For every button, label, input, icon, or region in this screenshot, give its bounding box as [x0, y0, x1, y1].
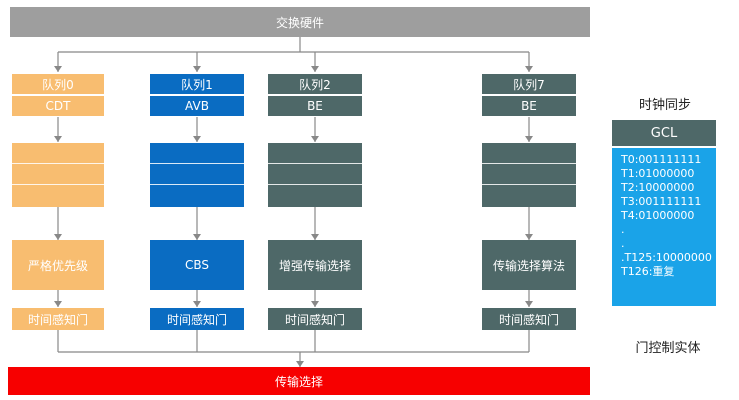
queue-0-buffer [12, 143, 104, 207]
gate-control-entity-label: 门控制实体 [635, 341, 701, 356]
queue-0-class: CDT [12, 96, 104, 116]
gcl-entry: T0:001111111 [621, 153, 702, 166]
queue-7-buffer [482, 143, 576, 207]
gcl-entry: T2:10000000 [621, 181, 695, 194]
gcl-entry: . [621, 223, 625, 236]
queue-1-buffer [150, 143, 244, 207]
gcl-header: GCL [612, 120, 716, 146]
queue-2-label: 队列2 [268, 74, 362, 94]
queue-2-algorithm: 增强传输选择 [268, 240, 362, 290]
queue-0-algorithm: 严格优先级 [12, 240, 104, 290]
queue-2-class: BE [268, 96, 362, 116]
queue-1-label: 队列1 [150, 74, 244, 94]
clock-sync-title: 时钟同步 [638, 98, 691, 113]
queue-7-algorithm: 传输选择算法 [482, 240, 576, 290]
queue-1-gate: 时间感知门 [150, 308, 244, 330]
queue-0-label: 队列0 [12, 74, 104, 94]
switch-hardware-bar: 交换硬件 [10, 7, 590, 37]
gcl-entry: T126:重复 [621, 265, 675, 278]
queue-2-gate: 时间感知门 [268, 308, 362, 330]
gcl-entry: T3:001111111 [621, 195, 702, 208]
transmission-select-bar: 传输选择 [8, 367, 590, 395]
gcl-entry: T4:01000000 [621, 209, 695, 222]
queue-1-class: AVB [150, 96, 244, 116]
queue-1-algorithm: CBS [150, 240, 244, 290]
queue-7-class: BE [482, 96, 576, 116]
gcl-entry: .T125:10000000 [621, 251, 712, 264]
gcl-entry: T1:01000000 [621, 167, 695, 180]
gcl-entry: . [621, 237, 625, 250]
queue-2-buffer [268, 143, 362, 207]
queue-0-gate: 时间感知门 [12, 308, 104, 330]
queue-7-gate: 时间感知门 [482, 308, 576, 330]
gcl-entries: T0:001111111 T1:01000000 T2:10000000 T3:… [612, 148, 716, 306]
queue-7-label: 队列7 [482, 74, 576, 94]
